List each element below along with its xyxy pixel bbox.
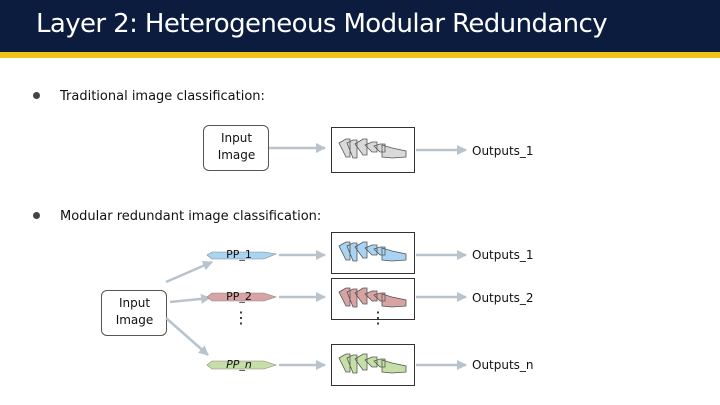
arrow-input-to-ppn (165, 317, 209, 356)
bullet-redundant: Modular redundant image classification: (33, 209, 321, 224)
ellipsis-network: ⋮ (370, 310, 386, 327)
pp-label-n: PP_n (226, 358, 252, 371)
pp-label-2: PP_2 (226, 290, 252, 303)
output-label-2: Outputs_2 (472, 291, 534, 305)
arrow-input-to-pp2 (169, 293, 211, 304)
pp-arrow-n (206, 360, 326, 370)
bullet-dot (33, 92, 40, 99)
title-bar: Layer 2: Heterogeneous Modular Redundanc… (0, 0, 720, 52)
traditional-output-label: Outputs_1 (472, 144, 534, 158)
bullet-traditional: Traditional image classification: (33, 89, 265, 104)
traditional-input-image-label: Input Image (217, 131, 256, 162)
output-label-1: Outputs_1 (472, 248, 534, 262)
traditional-input-image-box (203, 125, 269, 171)
arrow-input-to-pp1 (165, 260, 213, 284)
ellipsis-pp: ⋮ (233, 310, 249, 327)
title-accent-line (0, 52, 720, 58)
pp-arrow-1 (206, 250, 326, 260)
slide-title: Layer 2: Heterogeneous Modular Redundanc… (36, 9, 608, 39)
cnn-icon-blue (338, 241, 407, 262)
redundant-input-image-box (101, 290, 167, 336)
bullet-dot (33, 212, 40, 219)
cnn-icon-green (338, 353, 407, 374)
output-label-n: Outputs_n (472, 358, 534, 372)
cnn-icon-red (338, 287, 407, 308)
pp-label-1: PP_1 (226, 248, 252, 261)
cnn-icon-gray (338, 138, 407, 159)
redundant-input-image-label: Input Image (115, 296, 154, 327)
pp-arrow-2 (206, 292, 326, 302)
bullet-text: Traditional image classification: (60, 89, 265, 104)
bullet-text: Modular redundant image classification: (60, 209, 322, 224)
